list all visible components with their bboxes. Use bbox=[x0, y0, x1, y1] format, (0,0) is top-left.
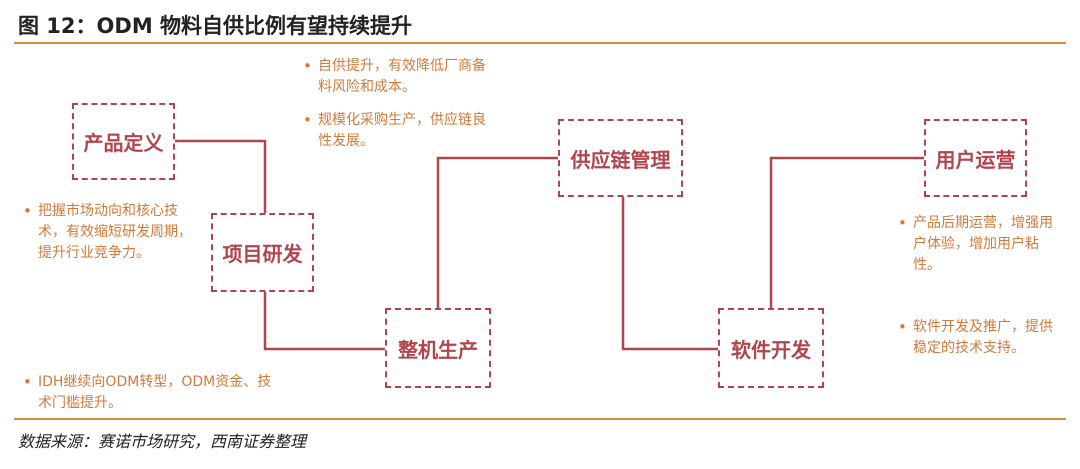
node-project-dev: 项目研发 bbox=[211, 213, 314, 292]
note-supply-scale-text: 规模化采购生产，供应链良性发展。 bbox=[318, 112, 486, 149]
node-supply-chain: 供应链管理 bbox=[558, 119, 683, 197]
note-supply-cost: 自供提升，有效降低厂商备料风险和成本。 bbox=[302, 56, 498, 98]
source-note: 数据来源：赛诺市场研究，西南证券整理 bbox=[18, 432, 307, 451]
top-divider bbox=[14, 42, 1066, 44]
connector-product-to-project bbox=[175, 139, 267, 213]
node-user-ops-label: 用户运营 bbox=[935, 147, 1016, 172]
note-software-dev: 软件开发及推广，提供稳定的技术支持。 bbox=[897, 317, 1065, 359]
node-project-dev-label: 项目研发 bbox=[222, 242, 303, 266]
bottom-divider bbox=[14, 418, 1066, 420]
connector-supply-to-software bbox=[621, 197, 718, 351]
node-software-dev: 软件开发 bbox=[718, 308, 824, 388]
connector-project-to-assembly bbox=[263, 292, 385, 351]
note-product-definition: 把握市场动向和核心技术，有效缩短研发周期，提升行业竞争力。 bbox=[22, 201, 204, 264]
note-user-ops-text: 产品后期运营，增强用户体验，增加用户粘性。 bbox=[913, 215, 1053, 273]
figure-title: 图 12：ODM 物料自供比例有望持续提升 bbox=[18, 14, 413, 38]
note-product-definition-text: 把握市场动向和核心技术，有效缩短研发周期，提升行业竞争力。 bbox=[38, 203, 192, 261]
node-supply-chain-label: 供应链管理 bbox=[570, 147, 671, 172]
connector-software-to-user bbox=[769, 156, 924, 308]
connector-assembly-to-supply bbox=[436, 156, 558, 308]
note-user-ops: 产品后期运营，增强用户体验，增加用户粘性。 bbox=[897, 213, 1065, 276]
node-assembly-label: 整机生产 bbox=[398, 337, 478, 362]
node-software-dev-label: 软件开发 bbox=[731, 337, 811, 362]
node-product-definition-label: 产品定义 bbox=[83, 131, 164, 155]
node-assembly: 整机生产 bbox=[385, 308, 491, 388]
note-software-dev-text: 软件开发及推广，提供稳定的技术支持。 bbox=[913, 319, 1053, 356]
node-user-ops: 用户运营 bbox=[924, 119, 1027, 197]
note-supply-cost-text: 自供提升，有效降低厂商备料风险和成本。 bbox=[318, 58, 486, 95]
note-supply-scale: 规模化采购生产，供应链良性发展。 bbox=[302, 110, 498, 152]
note-idh-text: IDH继续向ODM转型，ODM资金、技术门槛提升。 bbox=[38, 374, 272, 411]
node-product-definition: 产品定义 bbox=[72, 103, 175, 180]
note-idh: IDH继续向ODM转型，ODM资金、技术门槛提升。 bbox=[22, 372, 274, 414]
